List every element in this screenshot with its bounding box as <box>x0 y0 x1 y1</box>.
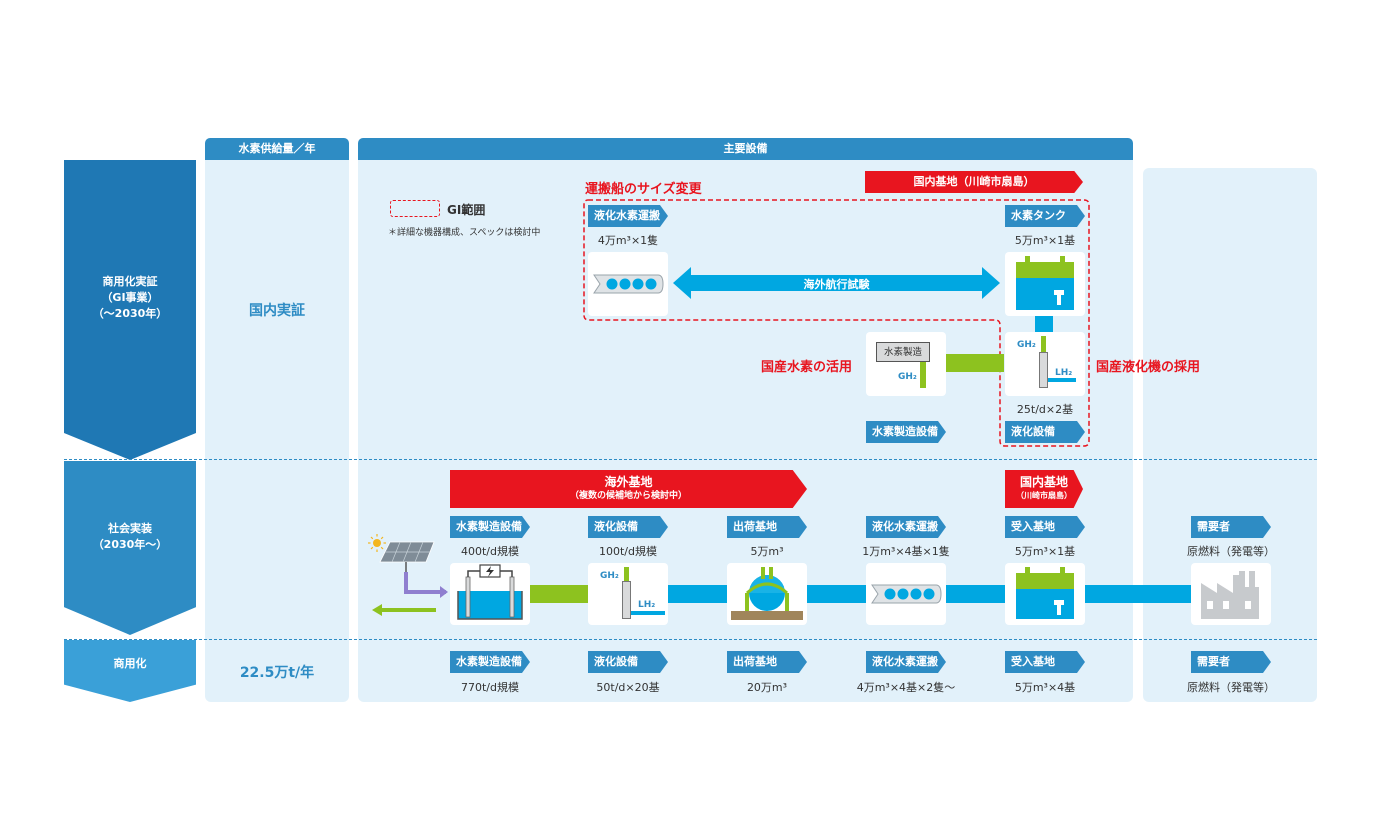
social-tag-consumer: 需要者 <box>1191 516 1271 538</box>
liquefier-lh2-pipe <box>1048 378 1076 382</box>
receiving-to-consumer-pipe <box>1085 585 1191 603</box>
production-to-liquefier-pipe <box>946 354 1004 372</box>
gi-range-legend-label: GI範囲 <box>447 203 486 217</box>
electrolyzer-icon <box>457 564 523 620</box>
supply-column-header: 水素供給量／年 <box>205 138 349 160</box>
factory-icon <box>1201 571 1259 619</box>
shipping-to-carrier-pipe <box>807 585 866 603</box>
supply-commercial: 22.5万t/年 <box>239 665 315 681</box>
spherical-tank-icon <box>731 567 803 620</box>
commercial-spec-consumer: 原燃料（発電等） <box>1187 681 1275 694</box>
commercial-tag-carrier: 液化水素運搬船 <box>866 651 946 673</box>
domestic-h2-use-label: 国産水素の活用 <box>761 360 853 375</box>
commercial-tag-liquefier: 液化設備 <box>588 651 668 673</box>
liquefier-column <box>1039 352 1048 388</box>
commercial-tag-consumer: 需要者 <box>1191 651 1271 673</box>
social-tag-receiving-base: 受入基地 <box>1005 516 1085 538</box>
demo-production-card: 水素製造 GH₂ <box>866 332 946 396</box>
demo-carrier-spec: 4万m³×1隻 <box>597 234 659 247</box>
receiving-tank-icon <box>1016 567 1074 619</box>
row-label-social-implementation: 社会実装 （2030年〜） <box>64 461 196 635</box>
production-gh2-pipe <box>920 362 926 388</box>
hydrogen-tank-icon <box>1016 256 1074 310</box>
demo-tank-spec: 5万m³×1基 <box>1014 234 1076 247</box>
social-carrier-card <box>866 563 946 625</box>
social-consumer-card <box>1191 563 1271 625</box>
row-label-commercialization: 商用化 <box>64 640 196 702</box>
commercial-spec-carrier: 4万m³×4基×2隻〜 <box>856 681 956 694</box>
sea-trial-arrow <box>673 267 1000 299</box>
social-liquefier-card: GH₂ LH₂ <box>588 563 668 625</box>
social-tag-shipping-base: 出荷基地 <box>727 516 807 538</box>
production-to-liquefier-gh2-pipe <box>530 585 588 603</box>
solar-panel-icon <box>368 534 448 624</box>
social-liquefier-gh2-pipe <box>624 567 629 581</box>
social-liquefier-lh2-label: LH₂ <box>638 600 656 610</box>
tank-to-liquefier-pipe <box>1035 316 1053 332</box>
social-liquefier-lh2-pipe <box>631 611 665 615</box>
carrier-ship-icon <box>593 274 664 294</box>
social-spec-carrier: 1万m³×4基×1隻 <box>862 545 950 558</box>
production-gh2-label: GH₂ <box>898 372 917 382</box>
row-label-commercial-demo: 商用化実証 （GI事業） （〜2030年） <box>64 160 196 460</box>
supply-column-panel <box>205 138 349 702</box>
liquefier-lh2-label: LH₂ <box>1055 368 1073 378</box>
commercial-spec-liquefier: 50t/d×20基 <box>596 681 660 694</box>
overseas-base-banner: 海外基地 （複数の候補地から検討中） <box>450 470 807 508</box>
social-shipping-base-card <box>727 563 807 625</box>
social-liquefier-column <box>622 581 631 619</box>
liquefier-to-shipping-pipe <box>668 585 727 603</box>
domestic-base-banner: 国内基地 （川崎市扇島） <box>1005 470 1083 508</box>
demo-carrier-card <box>588 252 668 316</box>
demo-carrier-tag: 液化水素運搬船 <box>588 205 668 227</box>
commercial-tag-receiving-base: 受入基地 <box>1005 651 1085 673</box>
social-tag-liquefier: 液化設備 <box>588 516 668 538</box>
commercial-spec-shipping-base: 20万m³ <box>746 681 788 694</box>
social-liquefier-gh2-label: GH₂ <box>600 571 619 581</box>
row-divider-1 <box>64 459 1317 460</box>
demo-tank-tag: 水素タンク <box>1005 205 1085 227</box>
social-spec-shipping-base: 5万m³ <box>750 545 784 558</box>
commercial-spec-production: 770t/d規模 <box>461 681 519 694</box>
demo-liquefier-tag: 液化設備 <box>1005 421 1085 443</box>
social-carrier-ship-icon <box>871 584 942 604</box>
demo-liquefier-spec: 25t/d×2基 <box>1016 403 1074 416</box>
demo-tank-card <box>1005 252 1085 316</box>
demo-domestic-base-banner: 国内基地（川崎市扇島） <box>865 171 1083 193</box>
overseas-base-title: 海外基地 <box>604 475 653 489</box>
social-tag-production: 水素製造設備 <box>450 516 530 538</box>
gi-range-legend-swatch <box>390 200 440 217</box>
social-production-card <box>450 563 530 625</box>
demo-production-tag: 水素製造設備 <box>866 421 946 443</box>
domestic-base-title: 国内基地 <box>1019 475 1068 489</box>
carrier-to-receiving-pipe <box>946 585 1005 603</box>
overseas-base-subtitle: （複数の候補地から検討中） <box>569 491 687 501</box>
domestic-liquefier-label: 国産液化機の採用 <box>1096 360 1201 375</box>
gi-range-outline <box>583 199 1090 447</box>
row-divider-2 <box>64 639 1317 640</box>
commercial-tag-production: 水素製造設備 <box>450 651 530 673</box>
social-spec-liquefier: 100t/d規模 <box>599 545 657 558</box>
equipment-column-header: 主要設備 <box>358 138 1133 160</box>
legend-note: ＊詳細な機器構成、スペックは検討中 <box>388 228 541 238</box>
social-spec-production: 400t/d規模 <box>461 545 519 558</box>
production-box: 水素製造 <box>876 342 930 362</box>
social-receiving-base-card <box>1005 563 1085 625</box>
commercial-spec-receiving-base: 5万m³×4基 <box>1014 681 1076 694</box>
liquefier-gh2-label: GH₂ <box>1017 340 1036 350</box>
supply-domestic-demo: 国内実証 <box>249 303 305 319</box>
social-spec-receiving-base: 5万m³×1基 <box>1014 545 1076 558</box>
demo-liquefier-card: GH₂ LH₂ <box>1005 332 1085 396</box>
liquefier-gh2-pipe <box>1041 336 1046 352</box>
commercial-tag-shipping-base: 出荷基地 <box>727 651 807 673</box>
social-tag-carrier: 液化水素運搬船 <box>866 516 946 538</box>
social-spec-consumer: 原燃料（発電等） <box>1187 545 1275 558</box>
domestic-base-subtitle: （川崎市扇島） <box>1016 491 1072 500</box>
sea-trial-label: 海外航行試験 <box>803 278 870 291</box>
ship-size-change-label: 運搬船のサイズ変更 <box>585 182 702 197</box>
